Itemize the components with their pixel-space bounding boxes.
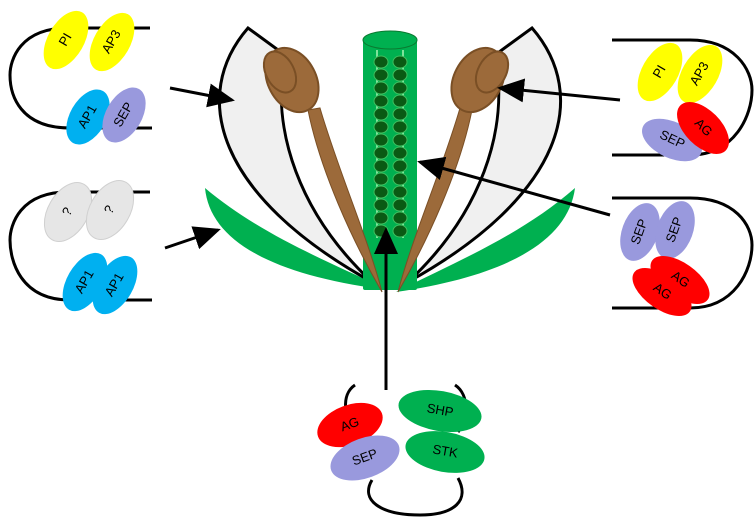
petal-complex: PI AP3 AP1 SEP <box>10 3 155 152</box>
ovule <box>374 95 388 107</box>
ovule <box>393 134 407 146</box>
ovule <box>393 95 407 107</box>
ovule <box>393 121 407 133</box>
ovule <box>374 121 388 133</box>
ovule <box>393 147 407 159</box>
ovule <box>393 56 407 68</box>
ovule <box>374 160 388 172</box>
ovule <box>374 108 388 120</box>
ovule <box>374 56 388 68</box>
ovule <box>393 173 407 185</box>
carpel <box>363 31 417 290</box>
ovule <box>374 186 388 198</box>
ovule <box>374 173 388 185</box>
ovule <box>374 69 388 81</box>
ovule <box>393 108 407 120</box>
ovule <box>393 186 407 198</box>
ovule <box>374 199 388 211</box>
ovule <box>374 82 388 94</box>
ovule <box>374 147 388 159</box>
ovule <box>374 212 388 224</box>
flower <box>205 28 575 292</box>
stamen-complex: PI AP3 SEP AG <box>612 35 752 170</box>
ovule-complex: AG SHP SEP STK <box>311 384 488 515</box>
ovule <box>393 199 407 211</box>
carpel-complex: SEP SEP AG AG <box>612 196 752 326</box>
ovule <box>393 225 407 237</box>
ovule <box>393 69 407 81</box>
arrow-sepal <box>165 230 218 248</box>
ovule <box>393 82 407 94</box>
ovule <box>374 134 388 146</box>
sepal-complex: ? ? AP1 AP1 <box>10 172 152 321</box>
ovule <box>393 212 407 224</box>
ovule <box>393 160 407 172</box>
